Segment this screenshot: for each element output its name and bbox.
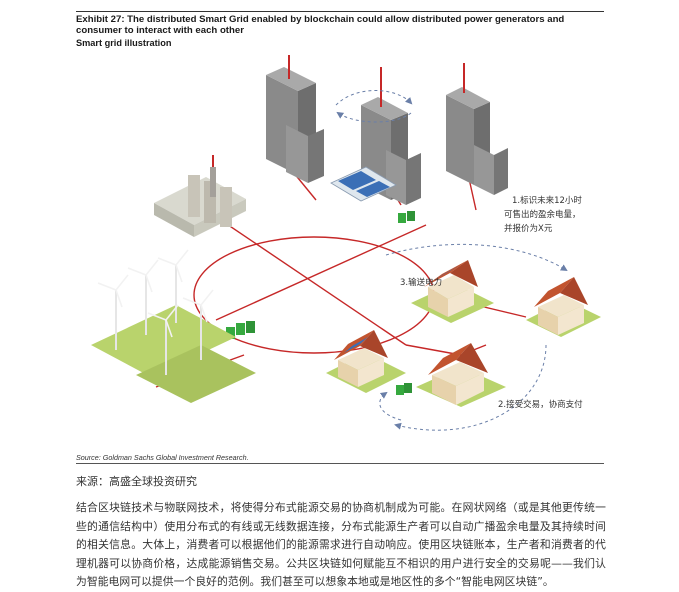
exhibit-subtitle: Smart grid illustration	[76, 38, 172, 48]
smart-grid-illustration: 1.标识未来12小时 可售出的盈余电量， 并报价为X元 3.输送电力 2.接受交…	[91, 55, 601, 431]
annotation-step2: 2.接受交易，协商支付	[498, 399, 583, 410]
annotation-step3: 3.输送电力	[400, 277, 442, 288]
solar-panel-array	[330, 166, 397, 202]
house-center-bottom	[416, 343, 506, 407]
annotation-step1-line3: 并报价为X元	[504, 223, 553, 234]
source-note: Source: Goldman Sachs Global Investment …	[76, 453, 249, 462]
office-building-right	[446, 63, 508, 195]
office-building-left	[266, 55, 324, 183]
exhibit-title: Exhibit 27: The distributed Smart Grid e…	[76, 14, 565, 36]
annotation-step1-line2: 可售出的盈余电量，	[504, 209, 581, 220]
exhibit-top-rule	[76, 11, 604, 12]
body-paragraph: 结合区块链技术与物联网技术，将使得分布式能源交易的协商机制成为可能。在网状网络（…	[76, 501, 606, 588]
house-solar-bottom	[326, 330, 406, 393]
battery-unit-houses	[396, 383, 412, 395]
trade-arrows	[335, 90, 568, 431]
wind-farm	[91, 249, 256, 403]
house-right	[526, 277, 601, 337]
power-plant	[154, 155, 246, 237]
battery-unit-left	[226, 321, 255, 339]
house-solar-top	[411, 260, 494, 323]
annotation-step1-line1: 1.标识未来12小时	[512, 195, 582, 206]
battery-unit-center	[398, 211, 415, 223]
source-rule	[76, 463, 604, 464]
cn-source-line: 来源：高盛全球投资研究	[76, 475, 197, 488]
